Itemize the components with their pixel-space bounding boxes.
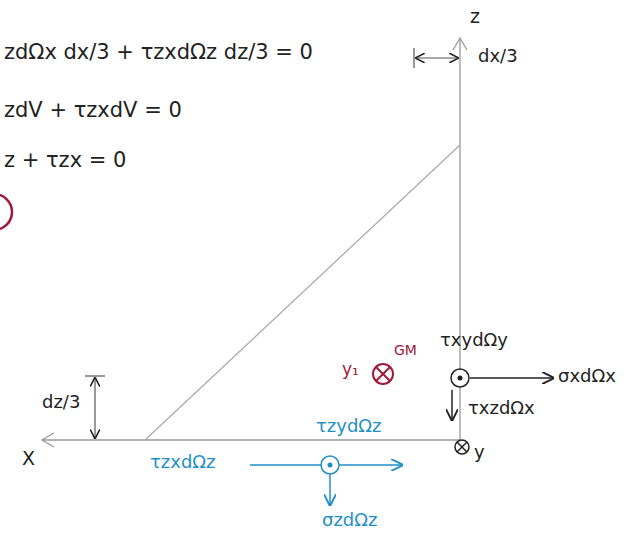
dimension-label: dx/3 [478, 46, 518, 67]
axis-label: z [470, 6, 480, 28]
equation: zdV + τzxdV = 0 [4, 98, 182, 122]
force-label: τxydΩy [440, 330, 508, 351]
x-axis [42, 439, 460, 440]
into-page-symbol [455, 440, 469, 454]
point-label: y₁ [342, 360, 359, 380]
triangle-edge [145, 145, 460, 440]
equation: zdΩx dx/3 + τzxdΩz dz/3 = 0 [4, 40, 313, 64]
out-of-page-symbol [321, 456, 339, 474]
dimension-label: dz/3 [42, 392, 80, 413]
force-label: τxzdΩx [468, 398, 535, 419]
equation: z + τzx = 0 [4, 148, 126, 172]
force-label: σxdΩx [558, 366, 616, 387]
axis-arrow [42, 433, 54, 447]
force-arrow [470, 377, 553, 379]
force-label: τzxdΩz [150, 452, 216, 473]
force-arrow [329, 474, 331, 505]
centroid-symbol [373, 364, 393, 384]
force-label: σzdΩz [322, 510, 378, 531]
force-label: τzydΩz [316, 416, 382, 437]
force-arrow [451, 390, 453, 420]
dimension-tick [413, 48, 414, 68]
dimension-line [94, 378, 95, 438]
axis-arrow [453, 38, 467, 50]
point-label: GM [394, 342, 417, 358]
highlight-circle [0, 194, 12, 230]
dimension-line [416, 57, 458, 58]
axis-label: X [22, 448, 35, 470]
axis-label: y [474, 442, 485, 463]
dimension-tick [85, 375, 105, 376]
out-of-page-symbol [451, 369, 469, 387]
